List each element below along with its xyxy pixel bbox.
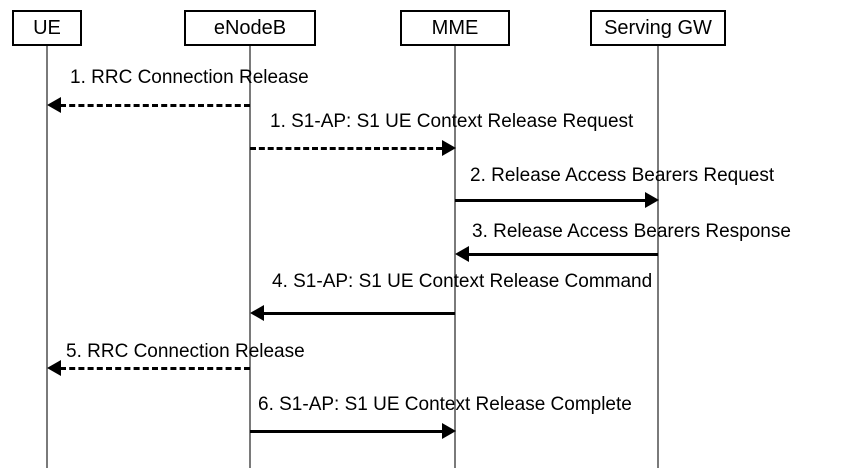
message-line-4-mme-to-enodeb[interactable] <box>263 312 455 315</box>
arrow-head-left-icon <box>455 246 469 262</box>
arrow-head-right-icon <box>442 140 456 156</box>
actor-box-ue[interactable]: UE <box>12 10 82 46</box>
arrow-head-right-icon <box>645 192 659 208</box>
message-label-1: 1. S1-AP: S1 UE Context Release Request <box>270 111 634 132</box>
actor-box-mme[interactable]: MME <box>400 10 510 46</box>
actor-label-ue: UE <box>33 17 61 39</box>
actor-label-enodeb: eNodeB <box>213 17 287 39</box>
lifeline-enodeb <box>249 46 251 468</box>
arrow-head-left-icon <box>47 360 61 376</box>
actor-label-mme: MME <box>431 17 479 39</box>
message-label-5: 5. RRC Connection Release <box>66 341 305 362</box>
message-line-1-enodeb-to-ue[interactable] <box>60 104 250 107</box>
message-label-6: 6. S1-AP: S1 UE Context Release Complete <box>258 394 632 415</box>
message-label-4: 4. S1-AP: S1 UE Context Release Command <box>272 271 653 292</box>
message-line-2-mme-to-sgw[interactable] <box>455 199 645 202</box>
arrow-head-left-icon <box>47 97 61 113</box>
lifeline-ue <box>46 46 48 468</box>
actor-label-sgw: Serving GW <box>604 17 712 39</box>
message-line-1-enodeb-to-mme[interactable] <box>250 147 442 150</box>
arrow-head-right-icon <box>442 423 456 439</box>
message-label-2: 2. Release Access Bearers Request <box>470 165 775 186</box>
message-line-3-sgw-to-mme[interactable] <box>468 253 658 256</box>
message-label-1: 1. RRC Connection Release <box>70 67 309 88</box>
actor-box-sgw[interactable]: Serving GW <box>590 10 726 46</box>
message-label-3: 3. Release Access Bearers Response <box>472 221 791 242</box>
lifeline-sgw <box>657 46 659 468</box>
actor-box-enodeb[interactable]: eNodeB <box>184 10 316 46</box>
arrow-head-left-icon <box>250 305 264 321</box>
message-line-5-enodeb-to-ue[interactable] <box>60 367 250 370</box>
message-line-6-enodeb-to-mme[interactable] <box>250 430 442 433</box>
